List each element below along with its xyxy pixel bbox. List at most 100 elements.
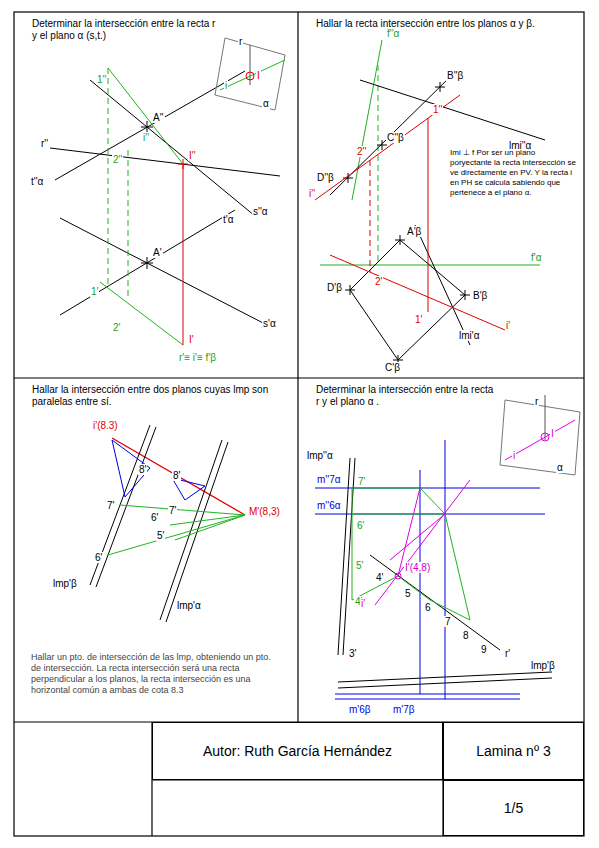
drawing-rect: [14, 12, 584, 836]
drawing-line: [250, 45, 251, 85]
point-label: r'': [40, 138, 49, 149]
point-label: 2': [112, 322, 121, 333]
drawing-line: [360, 80, 545, 140]
point-label: f'α: [530, 252, 542, 263]
drawing-line: [160, 440, 222, 620]
panel-heading: Hallar la intersección entre dos planos …: [14, 378, 272, 408]
point-label: i'': [142, 132, 150, 143]
point-label: 6': [150, 512, 159, 523]
title-block-cell: Lamina nº 3: [443, 722, 584, 780]
drawing-line: [108, 68, 183, 164]
drawing-line: [330, 255, 505, 330]
panel2-figure: [315, 40, 545, 365]
drawing-line: [505, 420, 575, 460]
drawing-line: [60, 218, 265, 324]
drawing-line: [183, 164, 184, 345]
sheet-frame: [14, 12, 584, 836]
point-label: s'α: [262, 318, 277, 329]
point-label: A'': [152, 112, 165, 123]
point-label: α: [556, 462, 564, 473]
drawing-g: [315, 440, 545, 699]
drawing-circle: [395, 573, 401, 579]
point-label: B''β: [446, 70, 464, 81]
point-label: 1': [414, 314, 423, 325]
point-label: 5': [355, 560, 364, 571]
point-label: r': [504, 648, 511, 659]
drawing-circle: [541, 433, 549, 441]
drawing-line: [335, 694, 520, 695]
exercise-panel: Hallar la recta intersección entre los p…: [298, 12, 584, 378]
point-label: 7': [106, 500, 115, 511]
point-label: α: [262, 98, 270, 109]
drawing-g: [112, 440, 205, 500]
point-label: lmp'β: [52, 578, 78, 589]
point-label: 7': [357, 476, 366, 487]
point-label: B'β: [472, 290, 488, 301]
drawing-polygon: [350, 240, 465, 360]
point-label: i: [512, 450, 516, 461]
point-label: 2': [374, 276, 383, 287]
drawing-line: [370, 160, 371, 272]
point-label: I': [188, 334, 195, 345]
drawing-path: [343, 82, 470, 365]
drawing-line: [315, 514, 545, 515]
drawing-line: [50, 148, 280, 176]
title-block-text: Autor: Ruth García Hernández: [203, 743, 392, 759]
drawing-g: [178, 159, 188, 345]
point-label: 9: [480, 644, 488, 655]
point-label: M'(8,3): [248, 506, 281, 517]
point-label: A'β: [406, 226, 422, 237]
point-label: I: [256, 70, 261, 81]
drawing-circle: [246, 72, 254, 80]
panel-heading: Hallar la recta intersección entre los p…: [298, 12, 556, 30]
drawing-line: [378, 65, 379, 265]
point-label: 8': [138, 464, 147, 475]
panel3-figure: [90, 425, 245, 622]
point-label: 5': [156, 530, 165, 541]
drawing-line: [100, 282, 183, 345]
drawing-g: [100, 68, 183, 345]
drawing-line: [108, 68, 109, 286]
point-label: i'(8.3): [92, 420, 119, 431]
drawing-line: [297, 12, 298, 722]
drawing-line: [315, 488, 540, 489]
title-block-cell: Autor: Ruth García Hernández: [152, 722, 443, 780]
title-block-cell: 1/5: [443, 780, 584, 836]
point-label: t'α: [222, 214, 234, 225]
point-label: m'6β: [348, 704, 372, 715]
drawing-g: [375, 480, 470, 605]
drawing-line: [375, 480, 470, 605]
point-label: 5: [404, 588, 412, 599]
drawing-g: [108, 505, 245, 555]
drawing-line: [120, 505, 245, 515]
drawing-line: [220, 60, 285, 90]
point-label: C'β: [384, 362, 401, 373]
point-label: 4': [375, 572, 384, 583]
point-label: 3': [348, 648, 357, 659]
title-block-text: Lamina nº 3: [476, 743, 550, 759]
drawing-line: [415, 225, 470, 345]
point-label: 1': [90, 286, 99, 297]
point-label: I: [550, 428, 555, 439]
drawing-line: [420, 470, 421, 694]
drawing-line: [315, 95, 460, 200]
note-text: Imi ⊥ f Por ser un plano poryectante la …: [449, 148, 579, 198]
drawing-line: [428, 118, 429, 312]
point-label: 7: [444, 616, 452, 627]
drawing-line: [335, 699, 520, 700]
point-label: i: [224, 80, 228, 91]
point-label: 6': [94, 552, 103, 563]
point-label: C''β: [386, 132, 405, 143]
point-label: t''α: [30, 176, 44, 187]
point-label: D''β: [316, 172, 335, 183]
drawing-polyline: [352, 488, 470, 620]
panel-heading: Determinar la intersección entre la rect…: [14, 12, 222, 42]
point-label: lmp'β: [530, 660, 556, 671]
point-label: I'(4,8): [404, 562, 431, 573]
point-label: 8': [172, 470, 181, 481]
drawing-polygon: [215, 38, 285, 110]
panel4-figure: [315, 395, 580, 699]
point-label: lmi'α: [458, 330, 480, 341]
